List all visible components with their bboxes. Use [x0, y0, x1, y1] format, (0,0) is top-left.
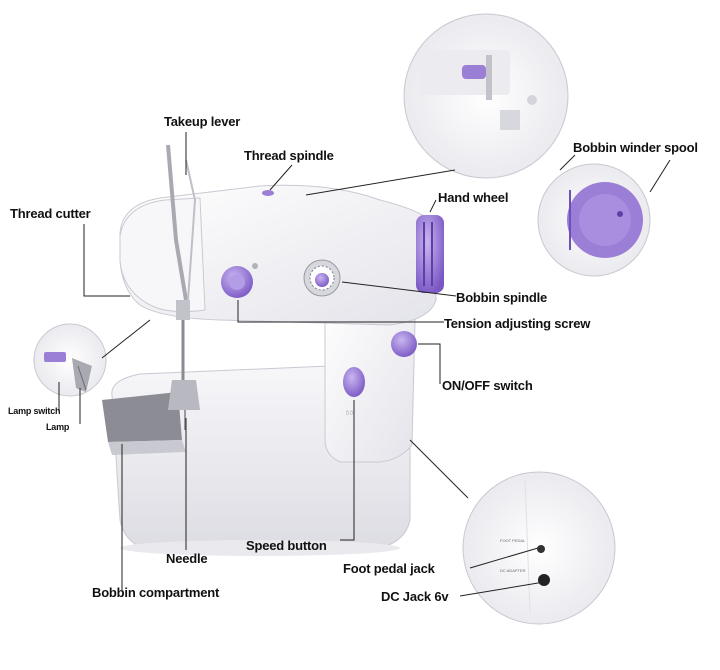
label-bobbin-spindle: Bobbin spindle: [456, 290, 548, 305]
thread-spindle-inset: [403, 13, 569, 179]
label-foot-pedal-jack: Foot pedal jack: [343, 561, 435, 576]
svg-text:DC ADAPTER: DC ADAPTER: [500, 568, 526, 573]
label-needle: Needle: [166, 551, 208, 566]
bobbin-compartment-cover: [102, 392, 182, 442]
tension-adjusting-knob: [221, 263, 258, 298]
bobbin-spindle: [303, 259, 341, 297]
label-bobbin-compartment: Bobbin compartment: [92, 585, 220, 600]
spindle-closeup: [462, 65, 486, 79]
takeup-lever: [166, 144, 188, 301]
needle-assembly: [168, 300, 200, 430]
on-off-switch: [391, 331, 417, 357]
label-hand-wheel: Hand wheel: [438, 190, 509, 205]
svg-text:▯ ▯: ▯ ▯: [346, 410, 353, 416]
label-thread-spindle: Thread spindle: [244, 148, 334, 163]
label-bobbin-winder-spool: Bobbin winder spool: [573, 140, 698, 155]
lamp-inset: [33, 323, 107, 397]
label-takeup-lever: Takeup lever: [164, 114, 241, 129]
label-dc-jack: DC Jack 6v: [381, 589, 449, 604]
speed-button: [343, 367, 365, 397]
leader-lines: [58, 132, 671, 597]
label-tension-adjusting-screw: Tension adjusting screw: [444, 316, 591, 331]
label-lamp-switch: Lamp switch: [8, 406, 61, 416]
thread-spindle: [262, 190, 274, 196]
label-lamp: Lamp: [46, 422, 70, 432]
label-speed-button: Speed button: [246, 538, 327, 553]
bobbin-winder-inset: [537, 163, 651, 277]
hand-wheel: [416, 215, 444, 293]
jack-panel-inset: FOOT PEDAL DC ADAPTER: [462, 471, 616, 625]
svg-text:FOOT PEDAL: FOOT PEDAL: [500, 538, 526, 543]
label-on-off-switch: ON/OFF switch: [442, 378, 533, 393]
label-thread-cutter: Thread cutter: [10, 206, 91, 221]
